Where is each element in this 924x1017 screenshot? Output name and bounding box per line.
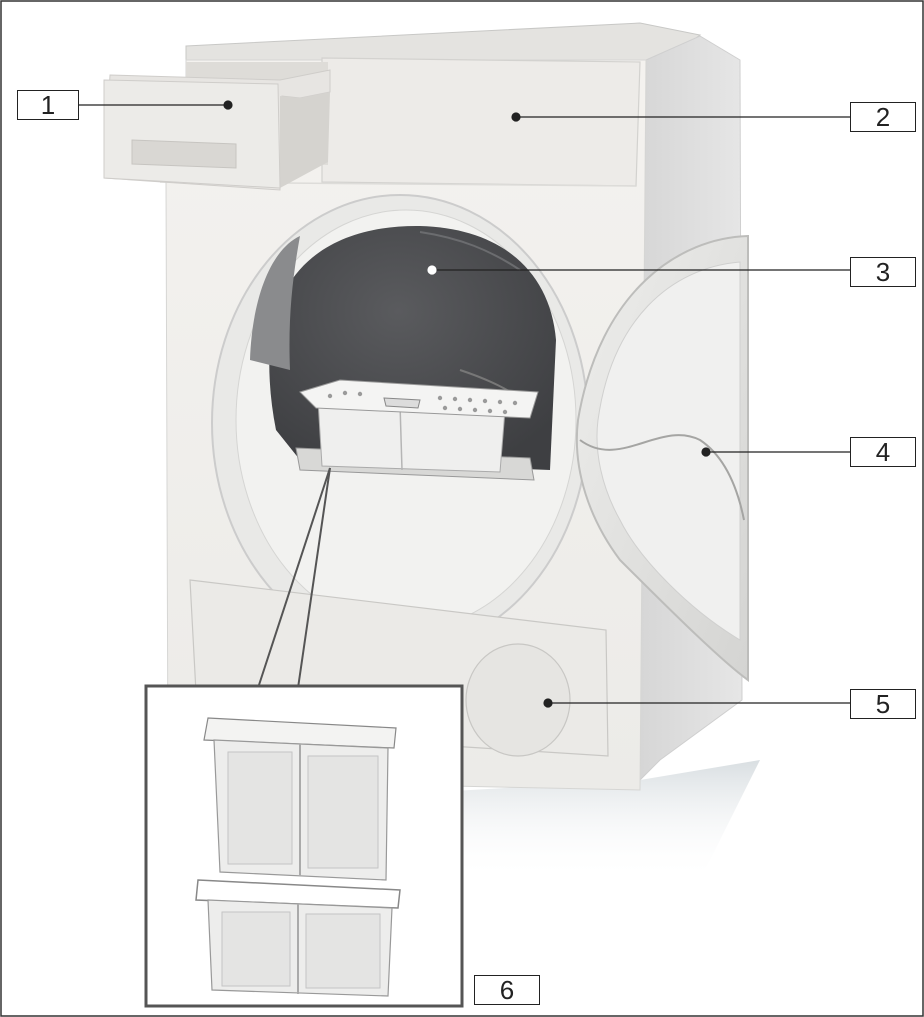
door-glass: [596, 261, 741, 641]
inset-filter-lower-rim: [195, 879, 401, 909]
leader-dot-1: [223, 100, 233, 110]
leader-dot-5: [543, 698, 553, 708]
drawer-handle: [131, 139, 237, 169]
drawer-front: [103, 79, 281, 189]
zoom-line-right: [297, 467, 331, 689]
filter-grid-top: [299, 379, 539, 419]
drawer-side: [280, 92, 330, 188]
callout-2: 2: [850, 102, 916, 132]
filter-divider: [399, 403, 403, 471]
inset-filter-lower-mesh-right: [305, 913, 381, 989]
door-handle: [579, 434, 745, 521]
leader-dot-3: [427, 265, 437, 275]
control-panel: [321, 57, 641, 187]
filter-latch: [383, 397, 421, 409]
inset-filter-upper-rim: [203, 717, 397, 749]
filter-grid-holes: [327, 390, 518, 415]
drum-inner-edge: [250, 236, 300, 370]
zoom-line-left: [257, 467, 331, 689]
callout-6: 6: [474, 975, 540, 1005]
inset-filter-lower-mesh-left: [221, 911, 291, 987]
leader-dot-2: [511, 112, 521, 122]
callout-1: 1: [17, 90, 79, 120]
callout-5: 5: [850, 689, 916, 719]
drum-highlight: [419, 231, 521, 271]
inset-filter-upper-mesh-right: [307, 755, 379, 869]
callout-3: 3: [850, 257, 916, 287]
inset-filter-upper-mesh-left: [227, 751, 293, 865]
leader-dot-4: [701, 447, 711, 457]
flap-opening-handle: [465, 643, 571, 757]
callout-4: 4: [850, 437, 916, 467]
